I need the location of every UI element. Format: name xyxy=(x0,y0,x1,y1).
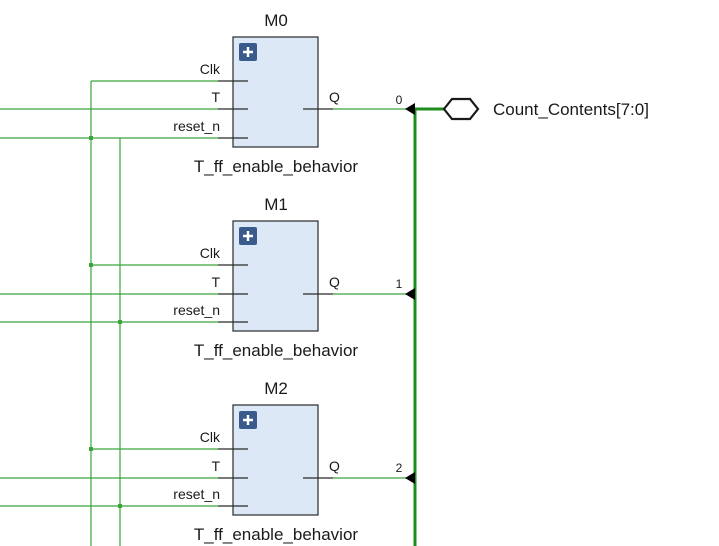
module-type: T_ff_enable_behavior xyxy=(194,341,358,360)
bus-bit-index: 1 xyxy=(396,277,403,291)
module-m1[interactable]: M1 Clk T reset_n Q T_ff_enable_behavior … xyxy=(0,195,415,360)
module-type: T_ff_enable_behavior xyxy=(194,157,358,176)
net-junction xyxy=(89,447,93,451)
plus-square-icon[interactable] xyxy=(239,43,257,61)
module-m2[interactable]: M2 Clk T reset_n Q T_ff_enable_behavior … xyxy=(0,379,415,544)
output-port-icon[interactable] xyxy=(442,97,480,121)
net-junction xyxy=(89,263,93,267)
port-label-clk: Clk xyxy=(200,429,221,445)
module-type: T_ff_enable_behavior xyxy=(194,525,358,544)
port-label-reset: reset_n xyxy=(173,302,220,318)
bus-tap-arrow xyxy=(405,103,415,115)
port-label-q: Q xyxy=(329,274,340,290)
port-label-reset: reset_n xyxy=(173,118,220,134)
port-label-t: T xyxy=(211,458,220,474)
port-label-clk: Clk xyxy=(200,245,221,261)
bus-bit-index: 0 xyxy=(396,93,403,107)
bus-tap-arrow xyxy=(405,472,415,484)
plus-square-icon[interactable] xyxy=(239,411,257,429)
port-label-clk: Clk xyxy=(200,61,221,77)
instance-name: M0 xyxy=(264,11,288,30)
instance-name: M1 xyxy=(264,195,288,214)
net-junction xyxy=(118,320,122,324)
net-junction xyxy=(118,504,122,508)
port-label-q: Q xyxy=(329,458,340,474)
bus-bit-index: 2 xyxy=(396,461,403,475)
bus-tap-arrow xyxy=(405,288,415,300)
module-m0[interactable]: M0 Clk T reset_n Q T_ff_enable_behavior … xyxy=(0,11,415,176)
net-junction xyxy=(89,136,93,140)
bus-label: Count_Contents[7:0] xyxy=(493,100,649,119)
port-label-reset: reset_n xyxy=(173,486,220,502)
plus-square-icon[interactable] xyxy=(239,227,257,245)
port-label-t: T xyxy=(211,274,220,290)
instance-name: M2 xyxy=(264,379,288,398)
port-label-t: T xyxy=(211,89,220,105)
port-label-q: Q xyxy=(329,89,340,105)
